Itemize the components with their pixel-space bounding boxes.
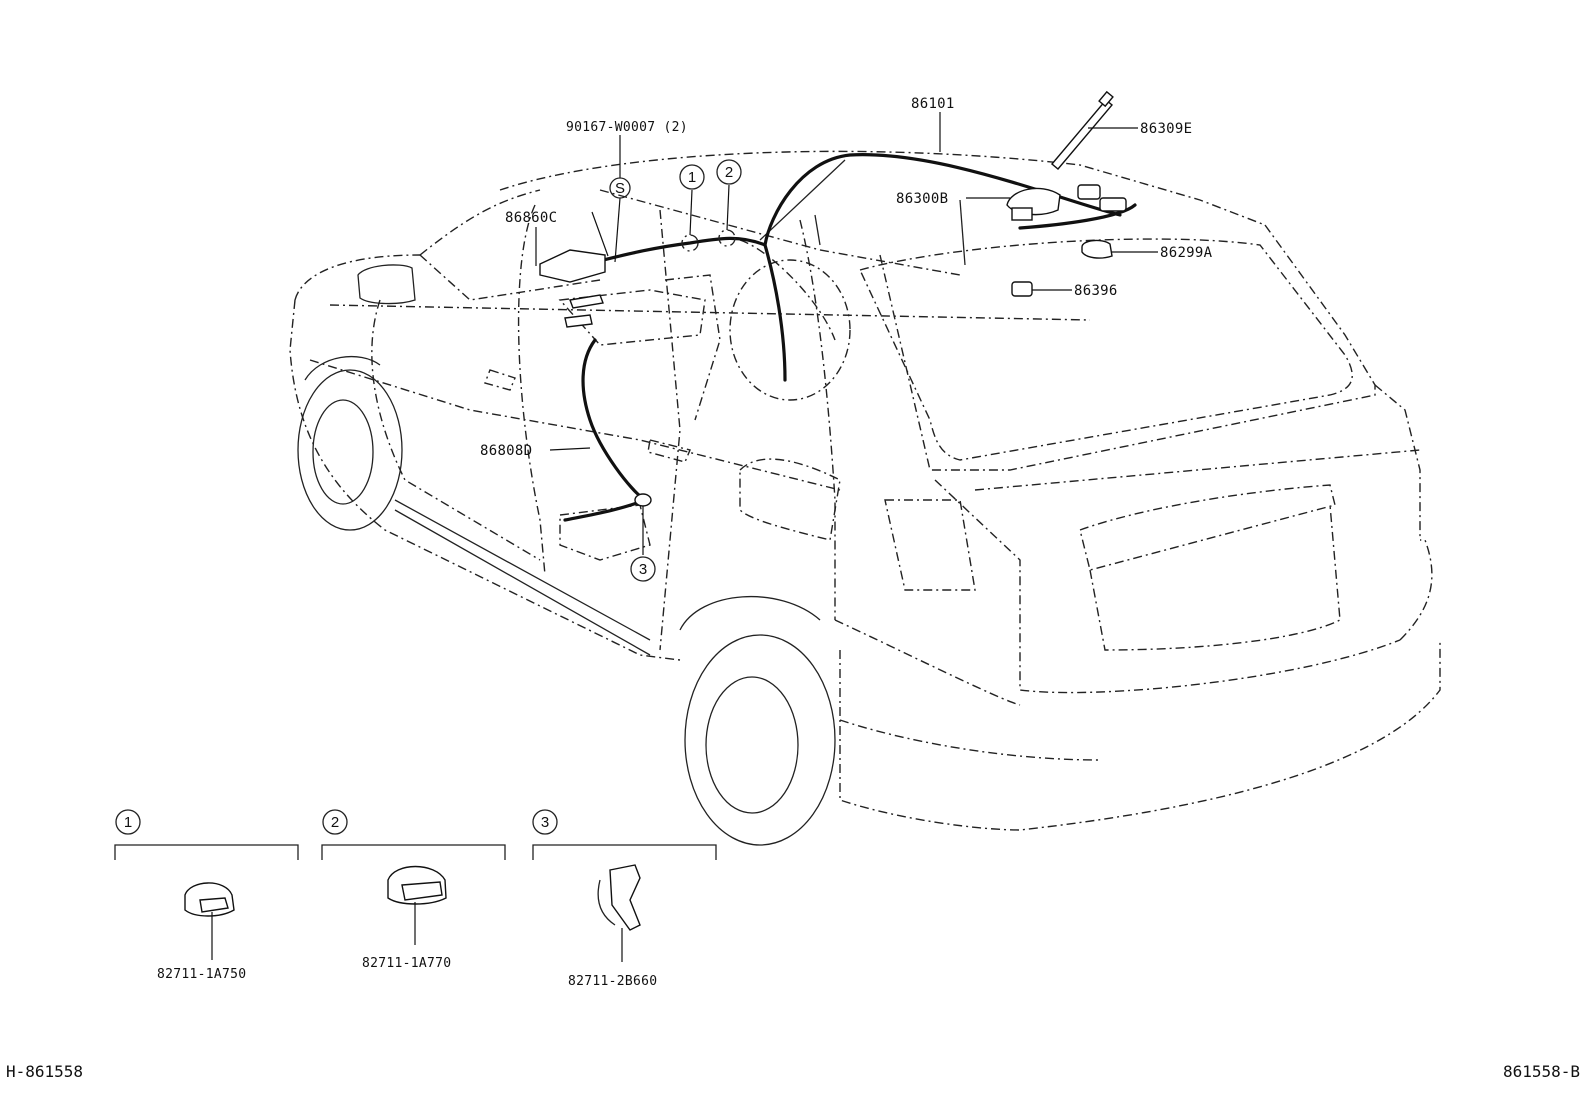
detail-3-number: 3 (541, 814, 549, 831)
label-86396: 86396 (1074, 283, 1118, 299)
circled-markers: S 1 2 3 (609, 159, 742, 582)
detail-3-part: 82711-2B660 (568, 974, 657, 989)
label-86101: 86101 (911, 96, 955, 112)
label-86309e: 86309E (1140, 121, 1192, 137)
marker-2: 2 (725, 164, 733, 181)
clamp-2b660-icon (597, 864, 641, 962)
clamp-1a750-icon (184, 882, 235, 960)
footer-diagram-code-right: 861558-B (1502, 1062, 1580, 1081)
detail-2-part: 82711-1A770 (362, 956, 451, 971)
label-86300b: 86300B (896, 191, 948, 207)
label-90167-w0007: 90167-W0007 (2) (566, 120, 688, 135)
detail-view-1: 1 82711-1A750 (114, 809, 299, 982)
marker-1: 1 (688, 169, 696, 186)
amplifier-unit[interactable] (539, 249, 606, 328)
callout-labels: 86101 86309E 86300B 86299A 86396 90167-W… (480, 96, 1213, 459)
detail-view-2: 2 82711-1A770 (321, 809, 506, 971)
detail-1-number: 1 (124, 814, 132, 831)
floor-clamp (634, 493, 652, 507)
detail-2-number: 2 (331, 814, 339, 831)
label-86860c: 86860C (505, 210, 557, 226)
antenna-pad[interactable] (1011, 281, 1033, 297)
roof-connector (1077, 184, 1127, 212)
clamp-1a770-icon (387, 865, 447, 945)
marker-s: S (615, 180, 625, 197)
leader-lines (535, 112, 1158, 555)
antenna-pole[interactable] (1051, 90, 1114, 170)
footer-diagram-code-left: H-861558 (6, 1062, 84, 1081)
label-86808d: 86808D (480, 443, 532, 459)
marker-3: 3 (639, 561, 647, 578)
vehicle-outline (289, 150, 1441, 846)
antenna-nut[interactable] (1081, 239, 1113, 259)
clamp-location-markers (681, 229, 736, 252)
label-86299a: 86299A (1160, 245, 1213, 261)
detail-1-part: 82711-1A750 (157, 967, 246, 982)
detail-view-3: 3 82711-2B660 (532, 809, 717, 989)
antenna-base[interactable] (1006, 187, 1061, 221)
